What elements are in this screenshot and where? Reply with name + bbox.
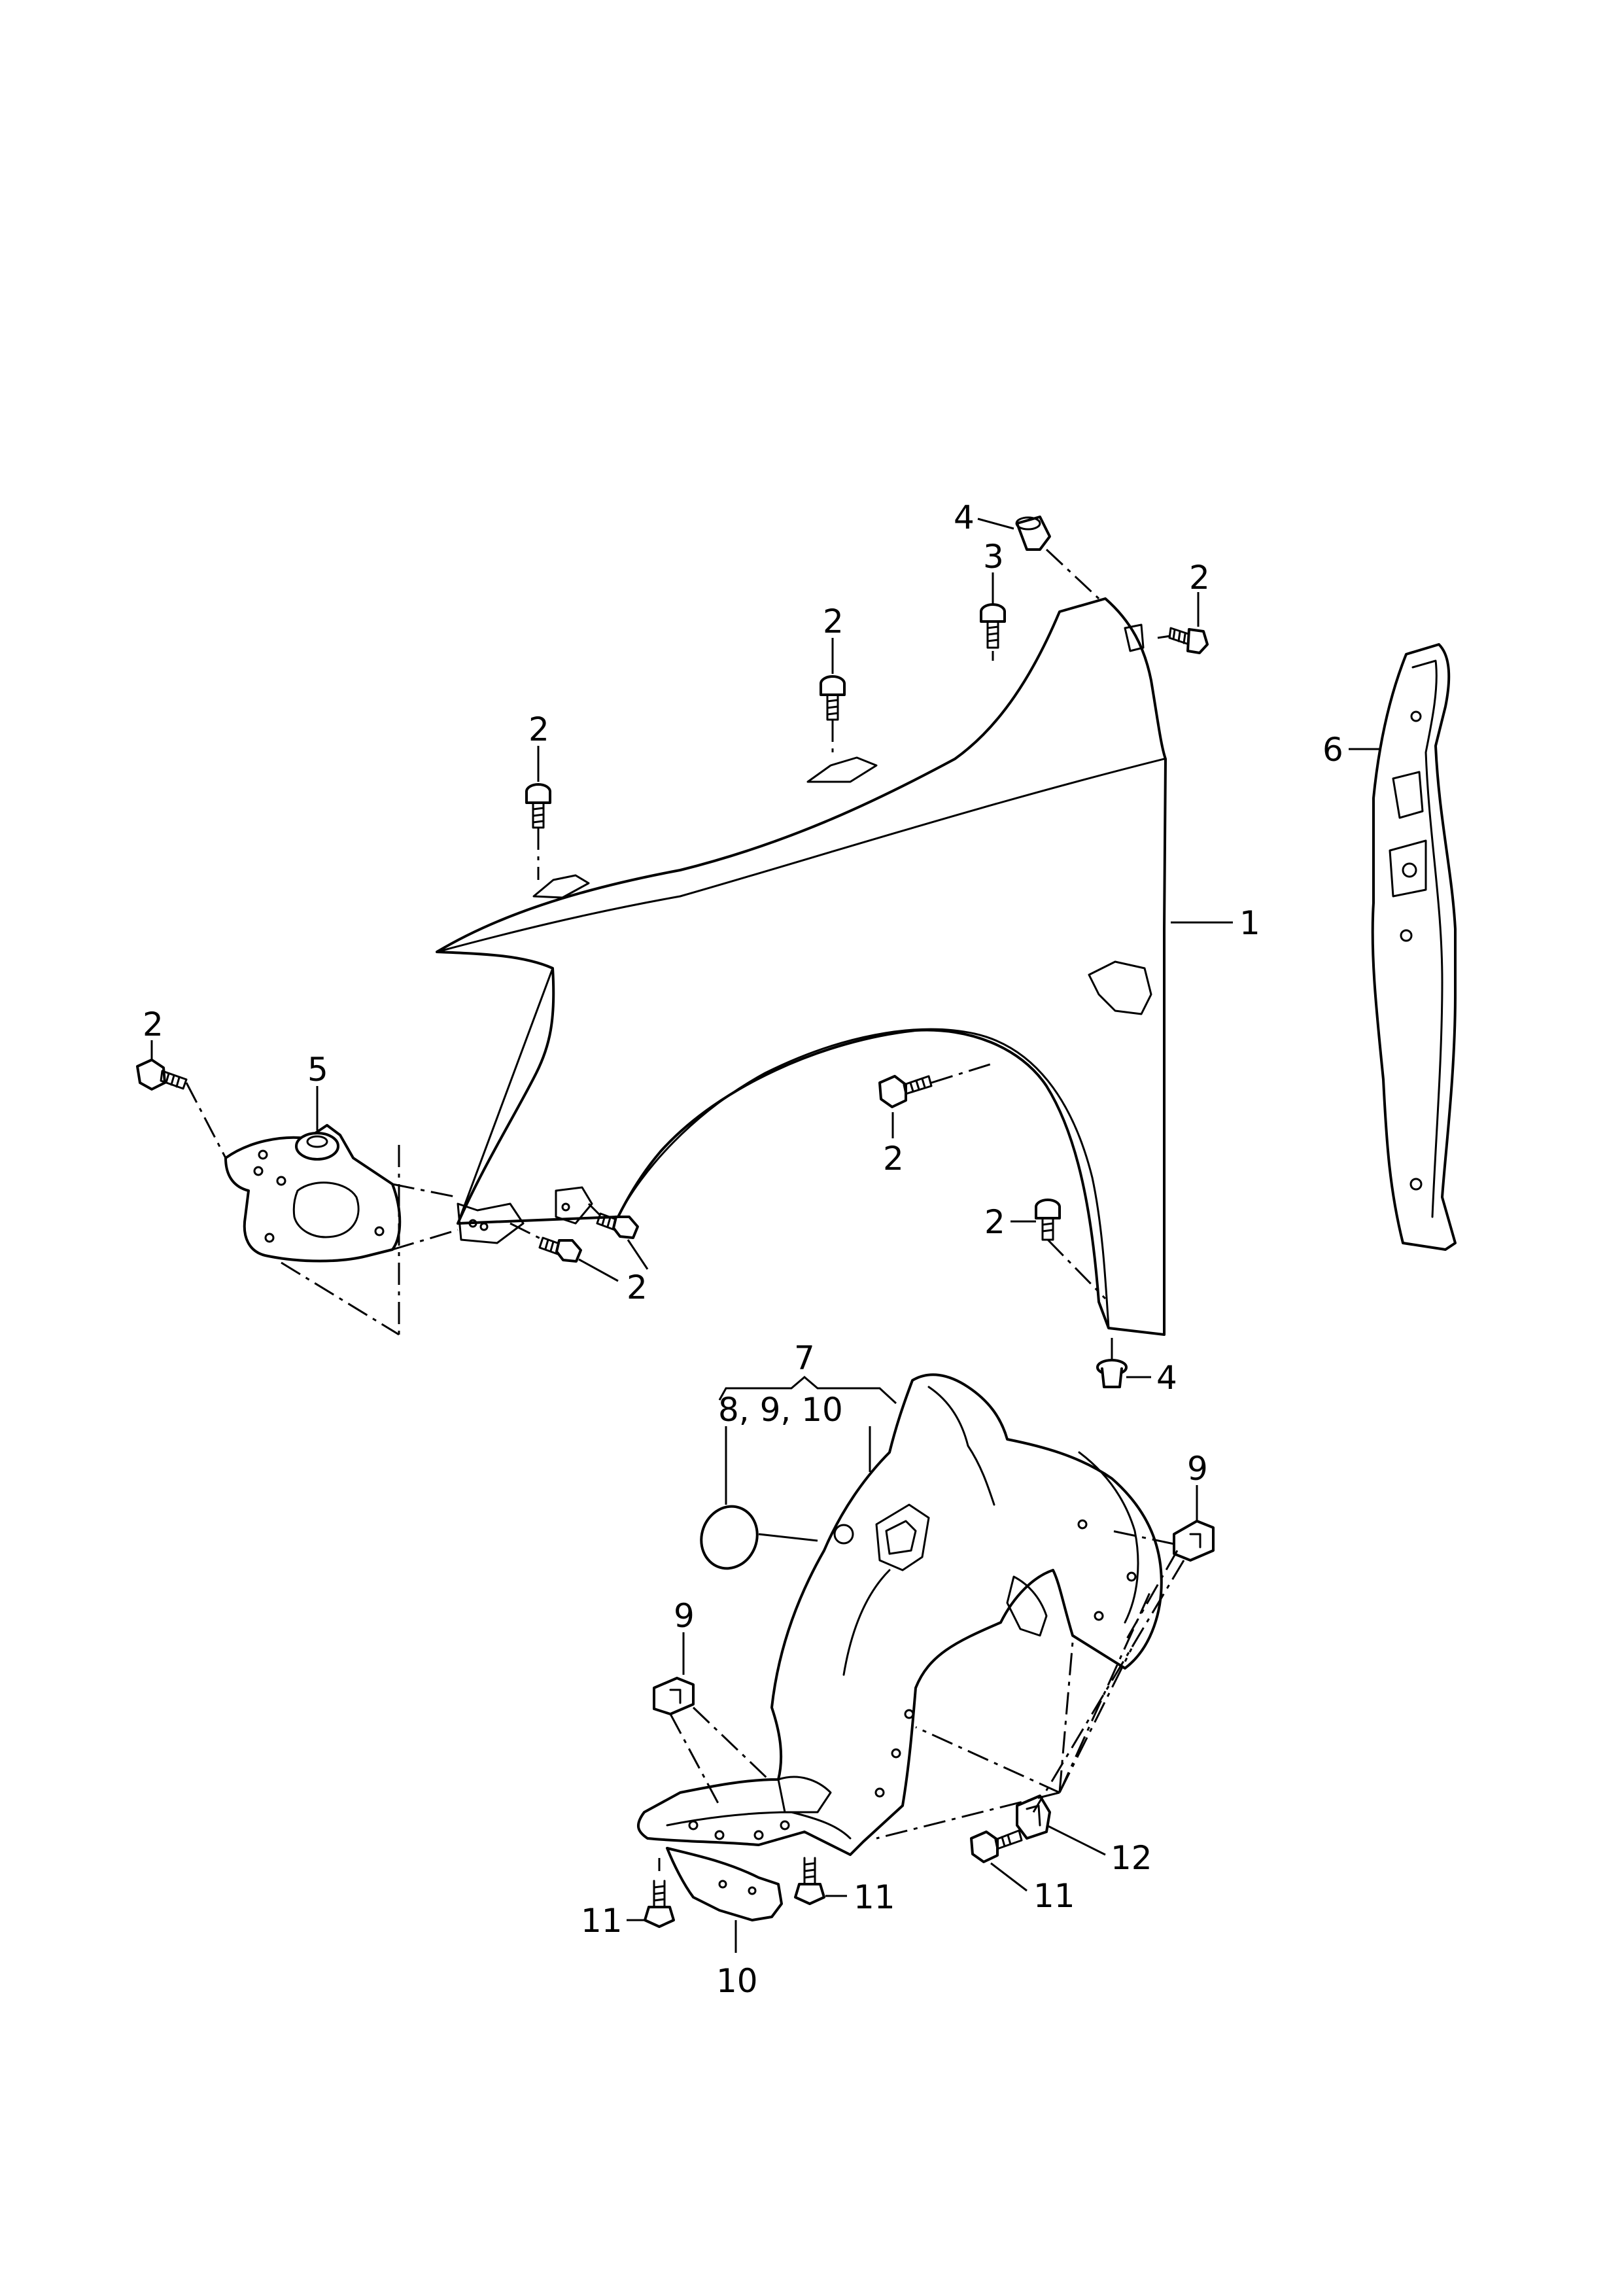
callout-2-top-mid: 2: [823, 603, 844, 640]
screw-3: [980, 603, 1006, 649]
nut-4-bottom: [1096, 1359, 1128, 1388]
callout-2-top-right: 2: [1189, 559, 1210, 597]
bolt-2-top-right: [1168, 627, 1209, 654]
callout-10: 10: [716, 1962, 758, 2000]
callout-9-right: 9: [1187, 1450, 1208, 1488]
leader-lines: [150, 517, 1380, 1953]
deflector: [666, 1847, 783, 1921]
bolt-2-front-lower-b: [538, 1236, 582, 1263]
screw-11-left: [644, 1880, 675, 1928]
screw-11-center: [794, 1857, 825, 1905]
callout-1: 1: [1239, 904, 1260, 942]
callout-9-left: 9: [674, 1597, 695, 1635]
seal-strip: [1371, 643, 1457, 1251]
callout-6: 6: [1322, 731, 1343, 769]
callout-5: 5: [307, 1051, 328, 1089]
bolt-2-right-lower: [1035, 1199, 1061, 1241]
callout-8-9-10: 8, 9, 10: [718, 1391, 843, 1429]
cover-cap: [700, 1505, 759, 1570]
bracket: [224, 1124, 402, 1263]
screw-11-right: [970, 1829, 1023, 1863]
callout-4-top: 4: [954, 499, 975, 536]
clip-left: [653, 1677, 695, 1715]
expanding-nut: [1016, 1795, 1051, 1840]
nut-4-top: [1015, 516, 1051, 551]
clip-right: [1173, 1520, 1215, 1562]
callout-7: 7: [794, 1339, 815, 1377]
bolt-2-top-mid: [820, 675, 846, 721]
bolt-2-bracket: [136, 1059, 188, 1091]
wheel-housing-liner: [637, 1373, 1163, 1856]
bolt-2-top-front: [525, 783, 551, 829]
callout-11-left: 11: [581, 1902, 623, 1940]
callout-4-bottom: 4: [1156, 1359, 1177, 1397]
callout-2-front-lower: 2: [627, 1269, 648, 1306]
fender: [436, 597, 1167, 1336]
callout-2-right-lower: 2: [984, 1203, 1005, 1241]
callout-3: 3: [983, 538, 1004, 576]
callout-labels: 1 2 2 2 2 2 2 2 3 4 4 5 6 7 8, 9, 10 9 9…: [143, 499, 1343, 2000]
callout-11-right: 11: [1033, 1877, 1075, 1915]
callout-12: 12: [1111, 1839, 1152, 1877]
callout-2-bracket: 2: [143, 1006, 164, 1043]
callout-2-arch: 2: [883, 1140, 904, 1178]
callout-11-center: 11: [854, 1878, 895, 1916]
callout-2-top-front: 2: [528, 710, 549, 748]
bolt-2-front-lower-a: [596, 1212, 639, 1239]
bolt-2-arch: [878, 1075, 933, 1108]
